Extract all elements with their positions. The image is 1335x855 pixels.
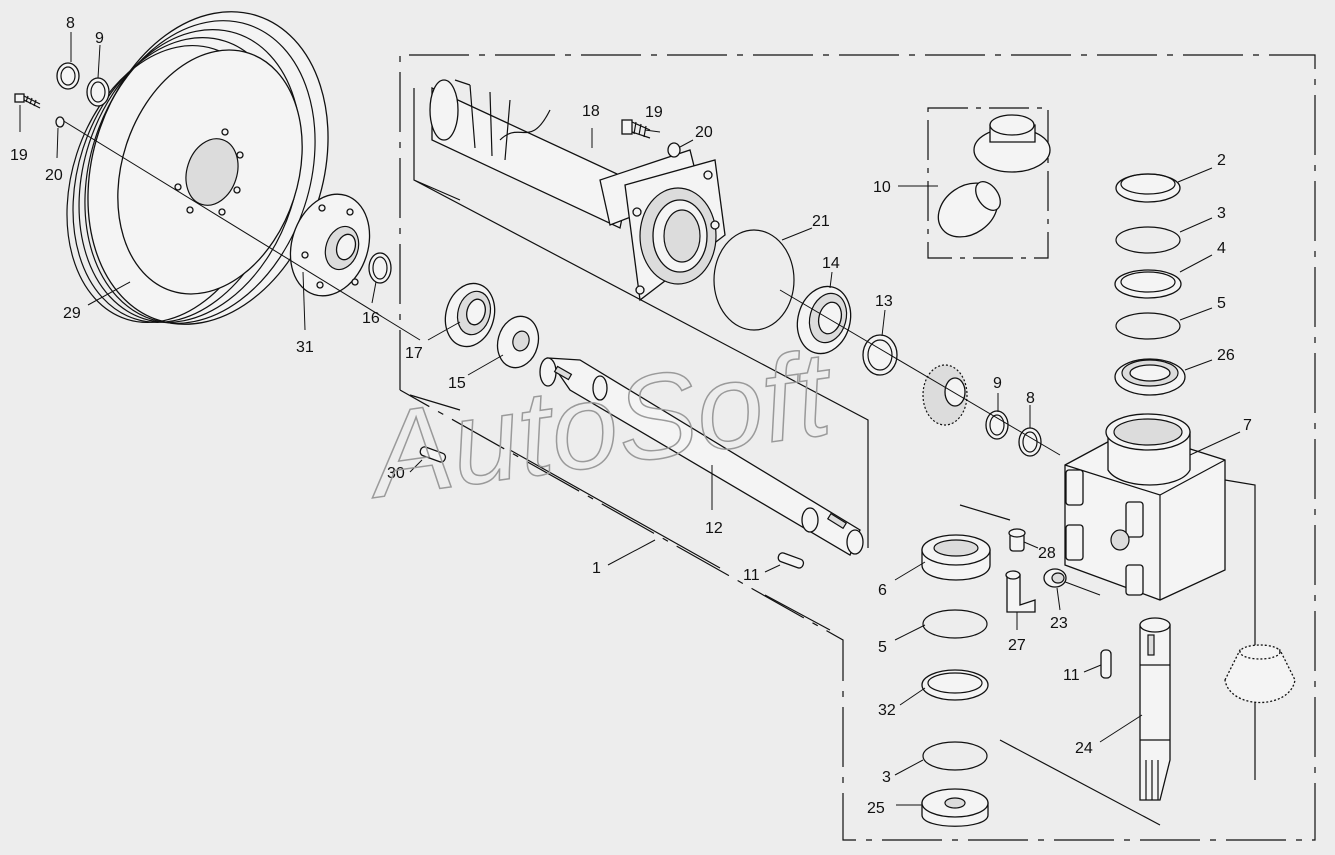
callout-3-top: 3	[1217, 205, 1226, 222]
callout-20-top: 20	[695, 124, 713, 141]
callout-30: 30	[387, 465, 405, 482]
circlip-3-bottom	[922, 741, 988, 771]
callout-14: 14	[822, 255, 840, 272]
callout-19-top: 19	[645, 104, 663, 121]
callout-5-bottom: 5	[878, 639, 887, 656]
callout-24: 24	[1075, 740, 1093, 757]
elbow-fitting-27	[1005, 570, 1036, 613]
spacer-15	[496, 315, 540, 369]
callout-3-bottom: 3	[882, 769, 891, 786]
assembly-boundary	[399, 54, 1316, 841]
gear-detail-box	[927, 107, 1049, 259]
callout-15: 15	[448, 375, 466, 392]
ring-9-left	[86, 77, 110, 107]
key-30	[419, 446, 447, 463]
circlip-3-top	[1115, 226, 1181, 254]
callout-11-shaft: 11	[743, 567, 760, 584]
output-shaft-24	[1139, 617, 1171, 801]
spacer-25	[921, 788, 989, 827]
callouts: 8 9 19 20 29 31 16 17 15 30 18 19 20 21 …	[10, 15, 1252, 817]
bolt-19-left	[14, 93, 41, 109]
callout-7: 7	[1243, 417, 1252, 434]
shaft-12	[539, 357, 864, 556]
callout-19-left: 19	[10, 147, 28, 164]
callout-1: 1	[592, 560, 601, 577]
pulley-29	[66, 11, 329, 325]
gearbox-housing-7	[1064, 413, 1226, 601]
bolt-19-top	[621, 119, 651, 139]
bearing-26	[1114, 358, 1186, 396]
callout-26: 26	[1217, 347, 1235, 364]
snap-ring-8-left	[56, 62, 80, 90]
callout-9-left: 9	[95, 30, 104, 47]
bearing-6	[921, 534, 991, 581]
tube-housing-18	[429, 79, 726, 302]
callout-21: 21	[812, 213, 830, 230]
ring-13	[862, 334, 898, 376]
bearing-17	[444, 282, 496, 348]
hub-flange-31	[289, 193, 371, 297]
callout-17: 17	[405, 345, 423, 362]
washer-20-top	[667, 142, 681, 158]
callout-31: 31	[296, 339, 314, 356]
key-11-shaft	[777, 552, 805, 569]
callout-4: 4	[1217, 240, 1226, 257]
bevel-gear-shaft	[922, 364, 968, 426]
callout-2: 2	[1217, 152, 1226, 169]
breather-28	[1008, 528, 1026, 552]
callout-5-top: 5	[1217, 295, 1226, 312]
plug-23	[1043, 568, 1067, 588]
ring-16	[368, 252, 392, 284]
leader-lines	[19, 32, 1241, 806]
ring-9-right	[985, 410, 1009, 440]
callout-16: 16	[362, 310, 380, 327]
callout-10: 10	[873, 179, 891, 196]
callout-18: 18	[582, 103, 600, 120]
ring-32	[921, 669, 989, 701]
callout-12: 12	[705, 520, 723, 537]
ring-5-top	[1115, 312, 1181, 340]
callout-25: 25	[867, 800, 885, 817]
callout-29: 29	[63, 305, 81, 322]
callout-20-left: 20	[45, 167, 63, 184]
callout-28: 28	[1038, 545, 1056, 562]
callout-27: 27	[1008, 637, 1026, 654]
bevel-gears-10	[937, 114, 1051, 238]
callout-8-right: 8	[1026, 390, 1035, 407]
washer-20-left	[55, 116, 65, 128]
callout-11-output: 11	[1063, 667, 1080, 684]
key-11-output	[1100, 649, 1112, 679]
callout-32: 32	[878, 702, 896, 719]
ring-2	[1115, 173, 1181, 203]
callout-9-right: 9	[993, 375, 1002, 392]
callout-13: 13	[875, 293, 893, 310]
ring-4	[1114, 269, 1182, 299]
callout-6: 6	[878, 582, 887, 599]
callout-23: 23	[1050, 615, 1068, 632]
ring-5-bottom	[922, 609, 988, 639]
o-ring-21	[713, 229, 795, 331]
bevel-gear-hidden	[1224, 644, 1296, 703]
callout-8-left: 8	[66, 15, 75, 32]
